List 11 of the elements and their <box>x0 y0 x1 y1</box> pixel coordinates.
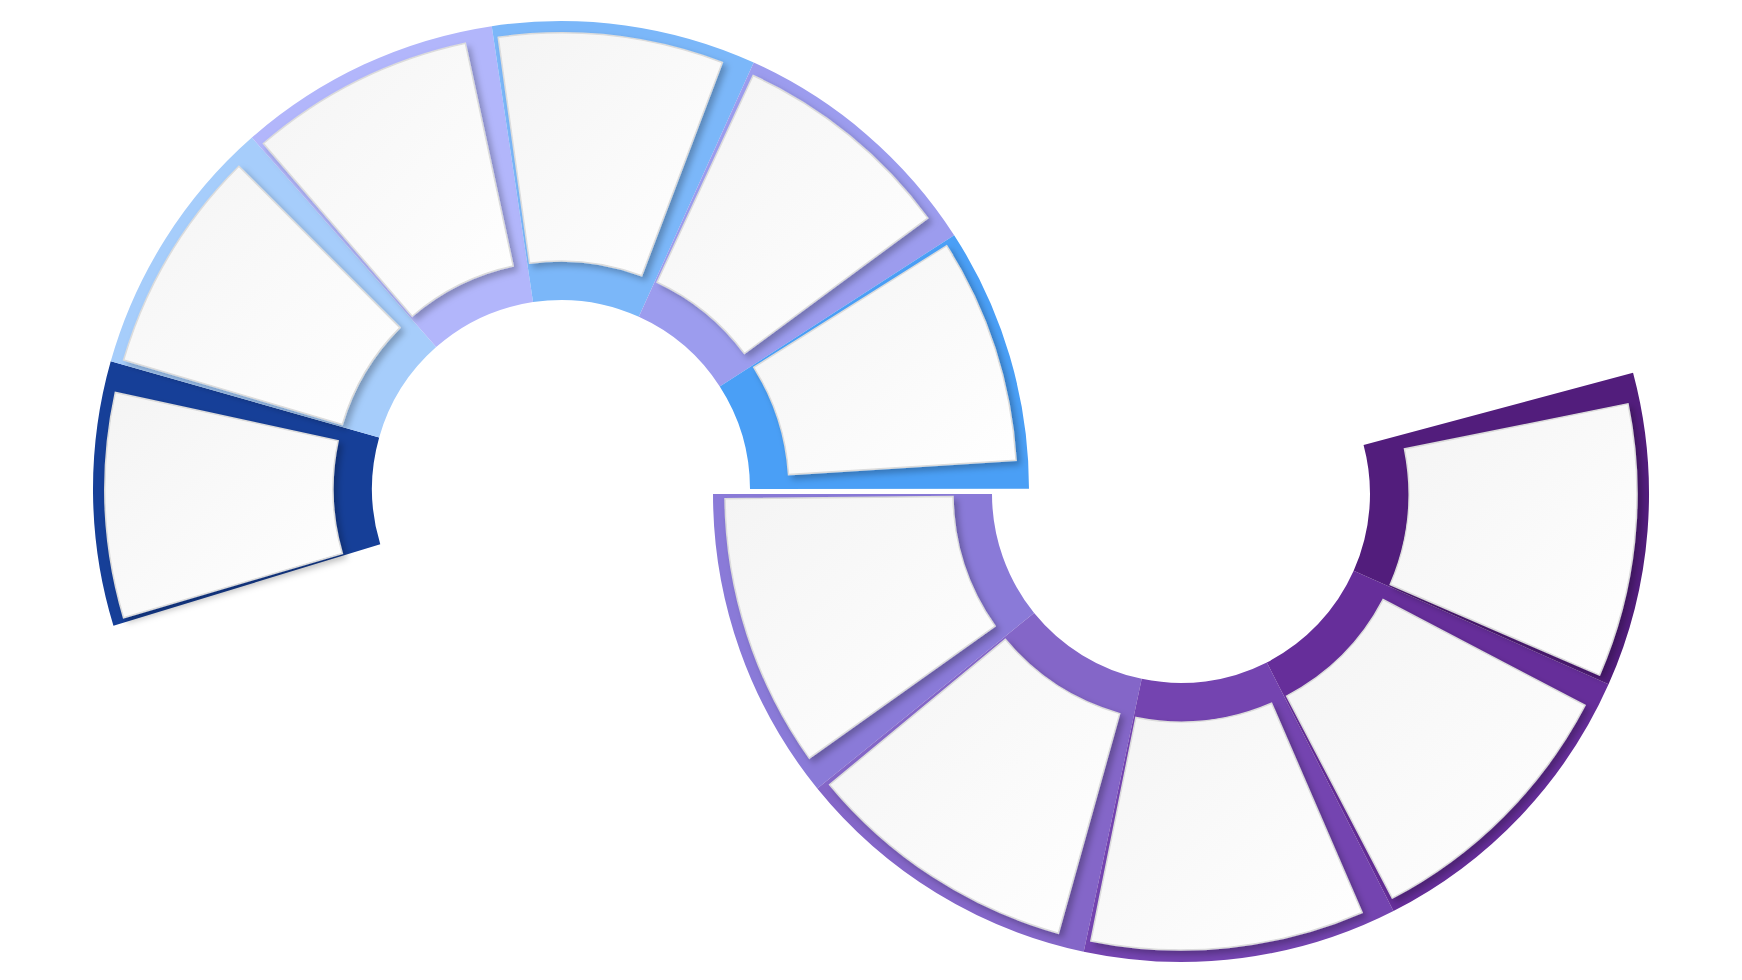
blank-card <box>262 42 514 317</box>
blank-card <box>122 165 401 426</box>
blank-card <box>828 638 1121 934</box>
blank-card <box>1389 403 1638 676</box>
blank-card <box>753 244 1017 476</box>
blank-card <box>497 32 724 277</box>
blank-card <box>656 74 929 355</box>
blank-card <box>1090 702 1363 951</box>
blank-card <box>724 495 996 759</box>
blank-card <box>1285 598 1586 899</box>
blank-card <box>104 391 344 619</box>
